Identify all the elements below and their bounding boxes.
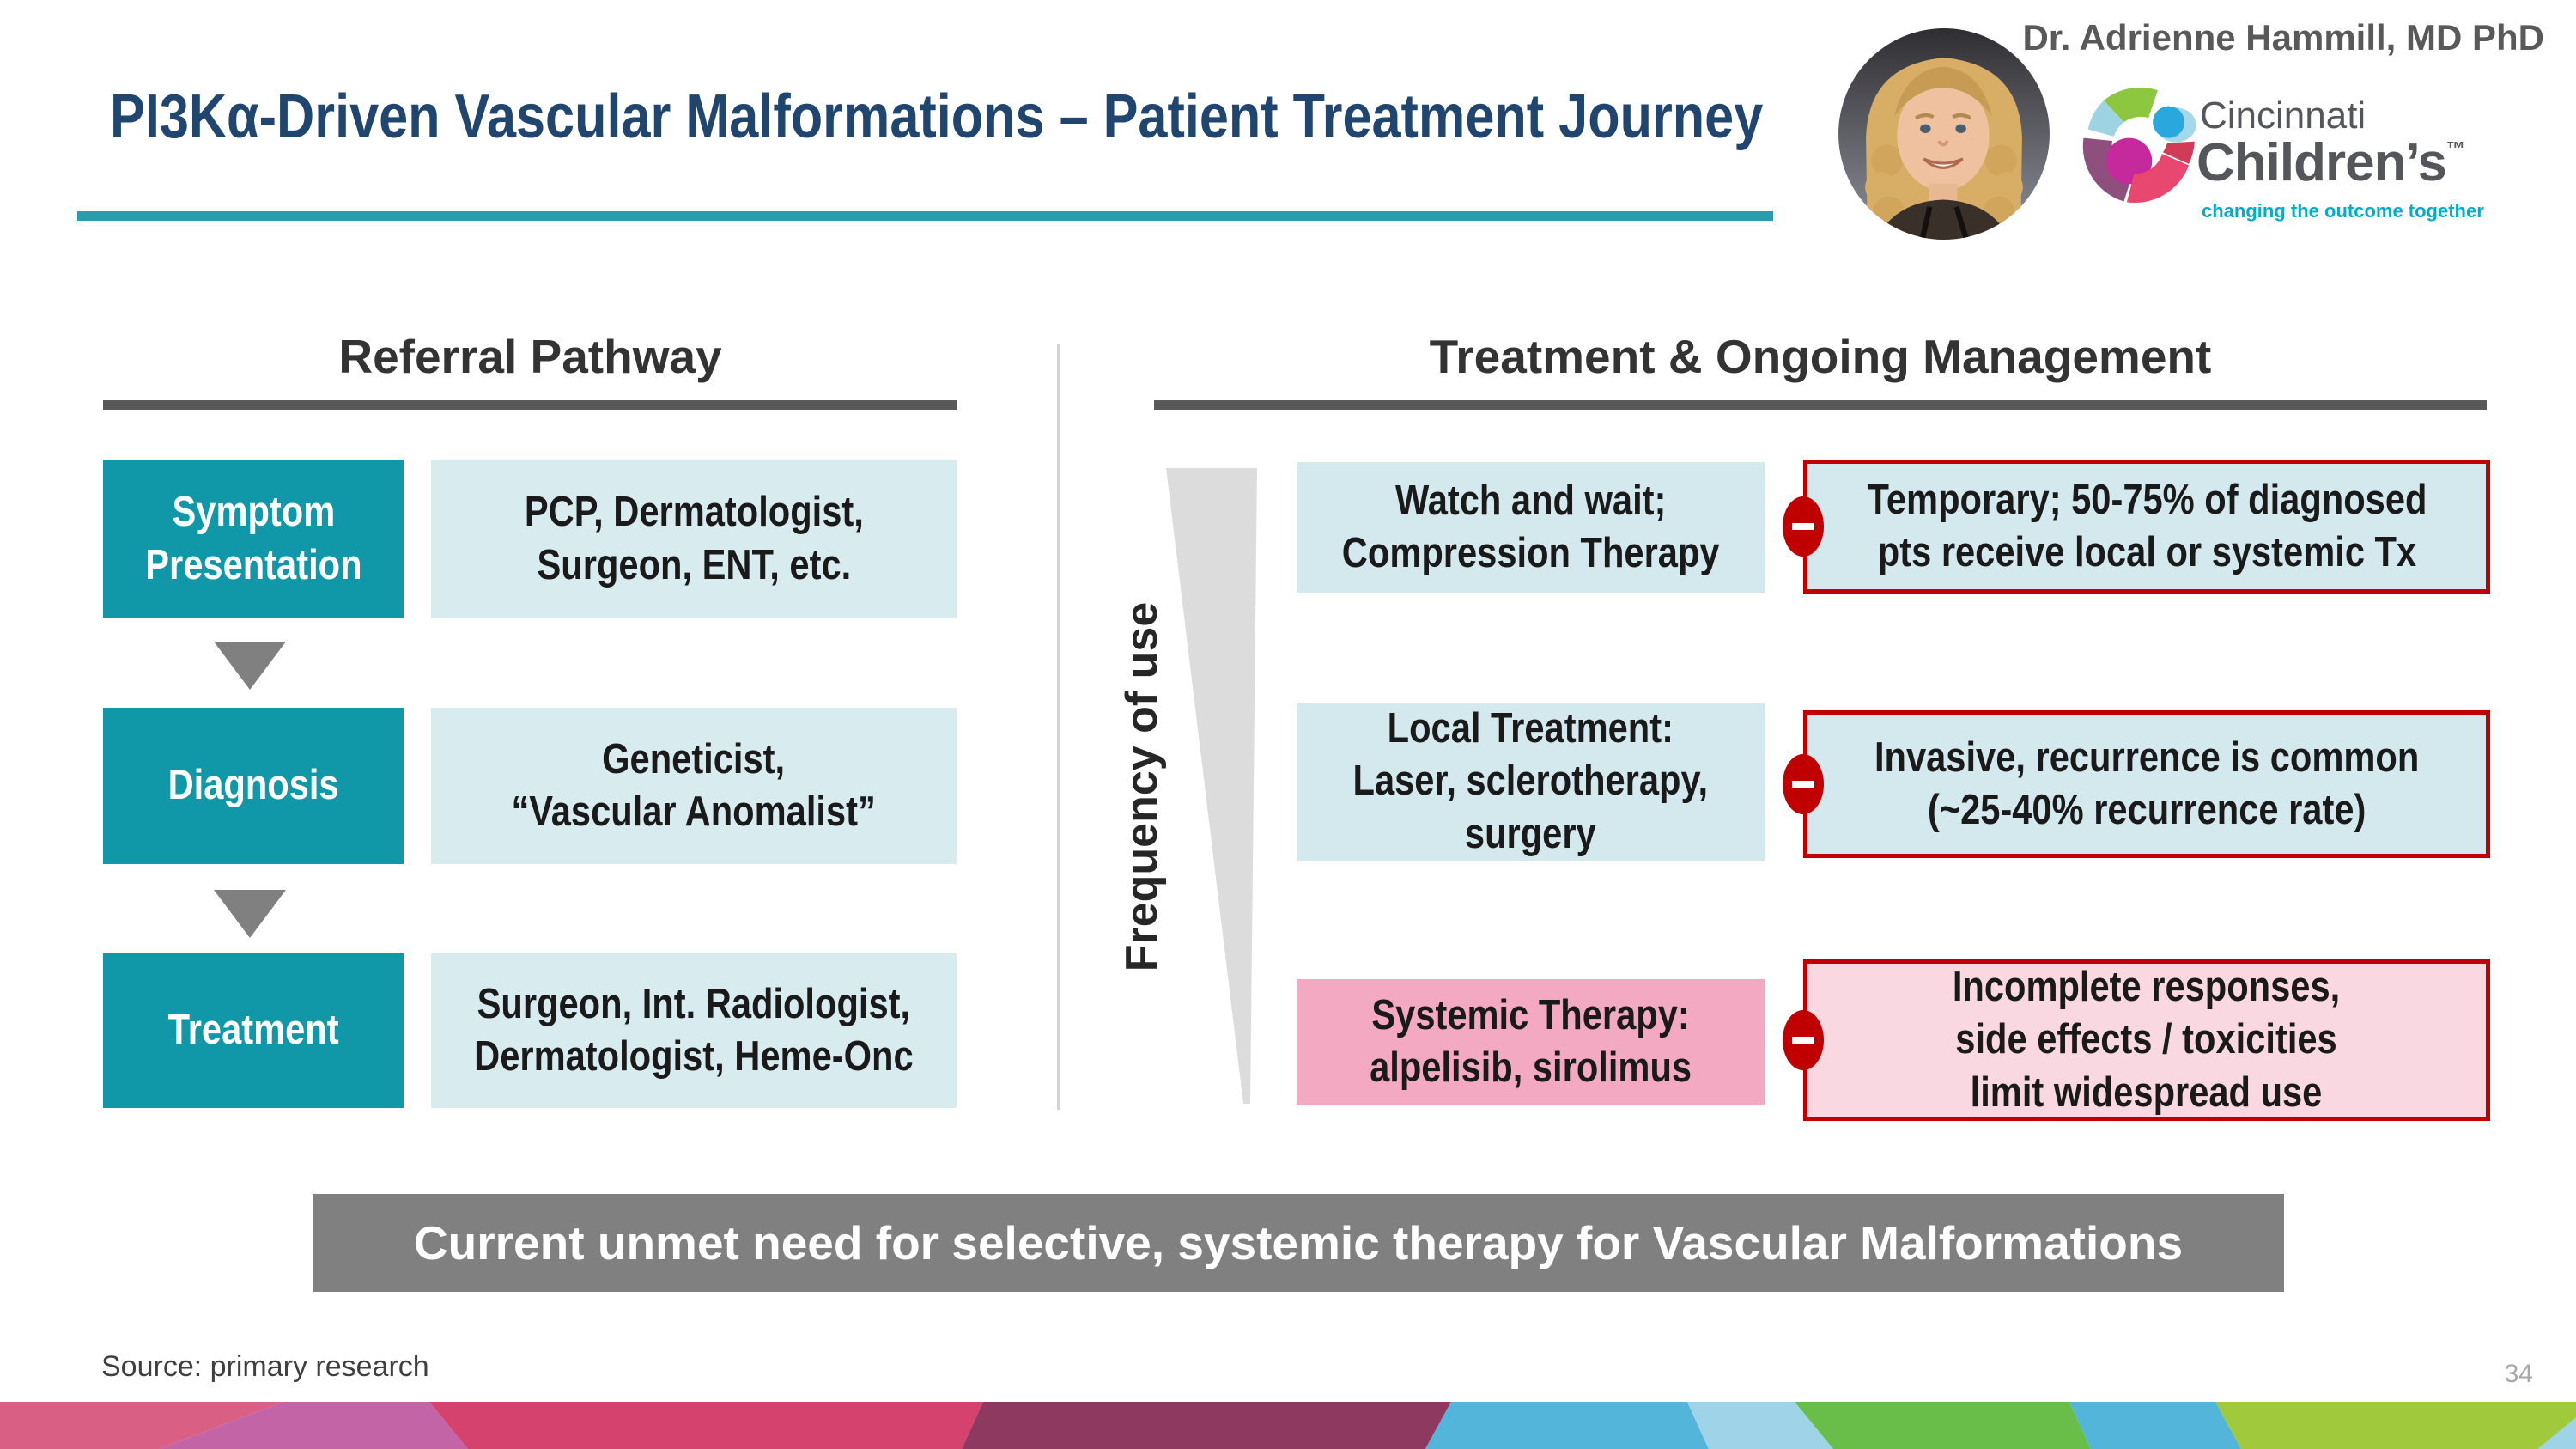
treatment-box-2: Local Treatment: Laser, sclerotherapy, s… <box>1297 703 1765 861</box>
cincinnati-childrens-logo-icon <box>2068 72 2212 218</box>
arrow-down-icon <box>214 642 286 690</box>
page-number: 34 <box>2504 1360 2533 1388</box>
brand-ribbon <box>0 1402 2576 1449</box>
minus-icon <box>1783 1010 1824 1070</box>
minus-icon <box>1783 496 1824 557</box>
slide-title: PI3Kα-Driven Vascular Malformations – Pa… <box>110 82 1764 151</box>
logo-text-childrens: Children’s™ <box>2196 133 2465 192</box>
left-section-heading: Referral Pathway <box>338 330 722 383</box>
frequency-wedge <box>1159 468 1262 1104</box>
logo-text-cincinnati: Cincinnati <box>2200 94 2366 137</box>
key-message-banner: Current unmet need for selective, system… <box>313 1194 2284 1292</box>
stage-box-diagnosis: Diagnosis <box>103 708 404 864</box>
logo-tagline: changing the outcome together <box>2202 200 2484 222</box>
treatment-box-1: Watch and wait; Compression Therapy <box>1297 462 1765 593</box>
source-note: Source: primary research <box>101 1350 429 1383</box>
left-heading-rule <box>103 400 957 410</box>
stage-box-symptom-presentation: Symptom Presentation <box>103 460 404 618</box>
right-heading-rule <box>1154 400 2487 410</box>
providers-box-3: Surgeon, Int. Radiologist, Dermatologist… <box>431 953 957 1108</box>
limitation-box-1: Temporary; 50-75% of diagnosed pts recei… <box>1803 460 2490 594</box>
title-rule <box>77 211 1773 221</box>
section-divider <box>1057 344 1060 1110</box>
presenter-photo <box>1838 27 2050 240</box>
limitation-box-3: Incomplete responses, side effects / tox… <box>1803 959 2490 1121</box>
treatment-box-3: Systemic Therapy: alpelisib, sirolimus <box>1297 979 1765 1105</box>
frequency-axis-label: Frequency of use <box>1117 601 1167 972</box>
stage-box-treatment: Treatment <box>103 953 404 1108</box>
right-section-heading: Treatment & Ongoing Management <box>1429 330 2212 383</box>
presenter-name: Dr. Adrienne Hammill, MD PhD <box>2022 17 2544 58</box>
providers-box-1: PCP, Dermatologist, Surgeon, ENT, etc. <box>431 460 957 618</box>
limitation-box-2: Invasive, recurrence is common (~25-40% … <box>1803 710 2490 858</box>
minus-icon <box>1783 754 1824 814</box>
arrow-down-icon <box>214 890 286 938</box>
providers-box-2: Geneticist, “Vascular Anomalist” <box>431 708 957 864</box>
